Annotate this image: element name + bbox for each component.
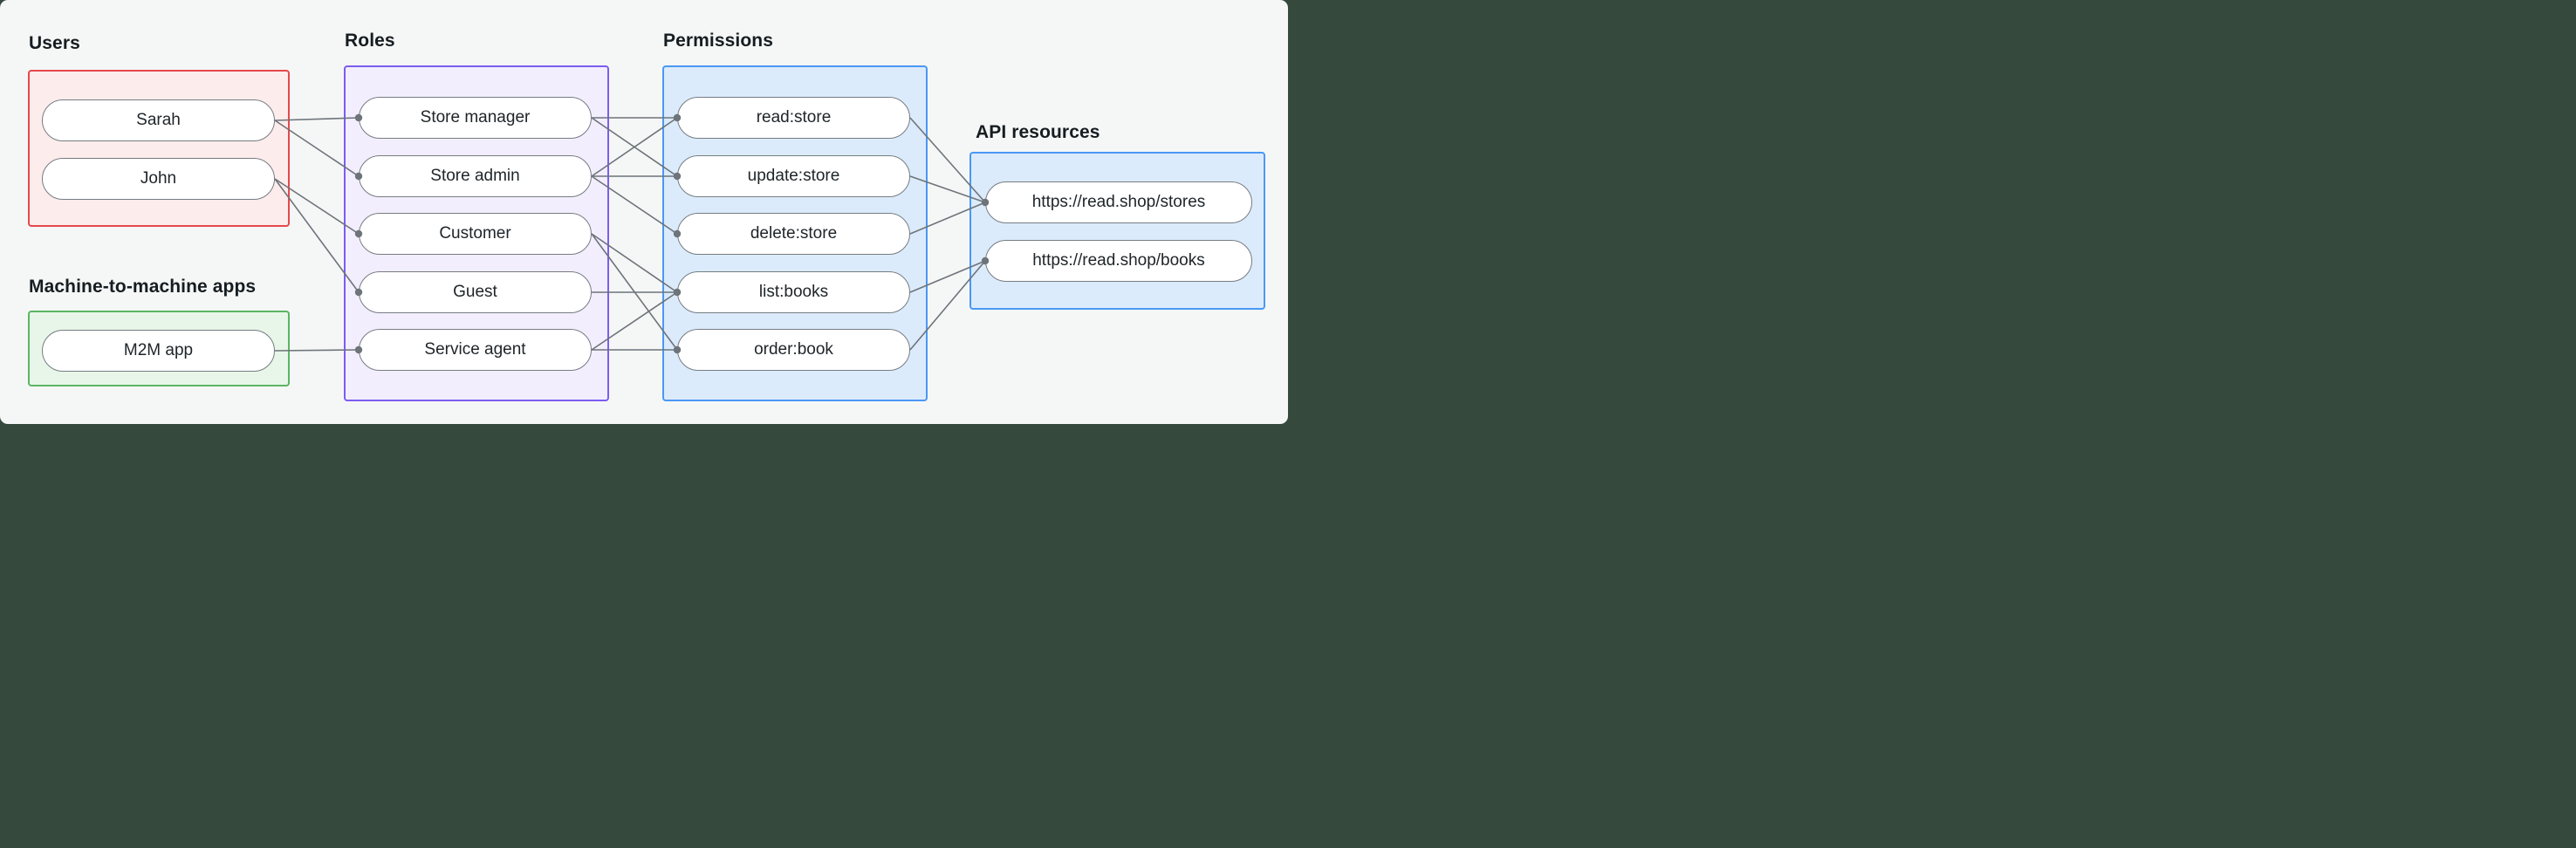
node-service-agent: Service agent: [359, 329, 592, 371]
users-group-box: [28, 70, 290, 227]
users-group-label: Users: [29, 33, 80, 53]
node-books-api-resource: https://read.shop/books: [985, 240, 1252, 282]
node-customer: Customer: [359, 213, 592, 255]
node-read-store: read:store: [677, 97, 910, 139]
node-update-store: update:store: [677, 155, 910, 197]
node-john: John: [42, 158, 275, 200]
api-resources-group-box: [969, 152, 1265, 310]
node-store-admin: Store admin: [359, 155, 592, 197]
machine-to-machine-group-label: Machine-to-machine apps: [29, 277, 257, 297]
node-store-manager: Store manager: [359, 97, 592, 139]
api-resources-group-label: API resources: [976, 122, 1100, 142]
node-sarah: Sarah: [42, 99, 275, 141]
node-delete-store: delete:store: [677, 213, 910, 255]
permissions-group-label: Permissions: [663, 31, 773, 51]
roles-group-label: Roles: [345, 31, 395, 51]
node-list-books: list:books: [677, 271, 910, 313]
node-m2m-app: M2M app: [42, 330, 275, 372]
node-order-book: order:book: [677, 329, 910, 371]
diagram-canvas: Users Machine-to-machine apps Roles Perm…: [0, 0, 1288, 424]
node-guest: Guest: [359, 271, 592, 313]
node-stores-api-resource: https://read.shop/stores: [985, 181, 1252, 223]
